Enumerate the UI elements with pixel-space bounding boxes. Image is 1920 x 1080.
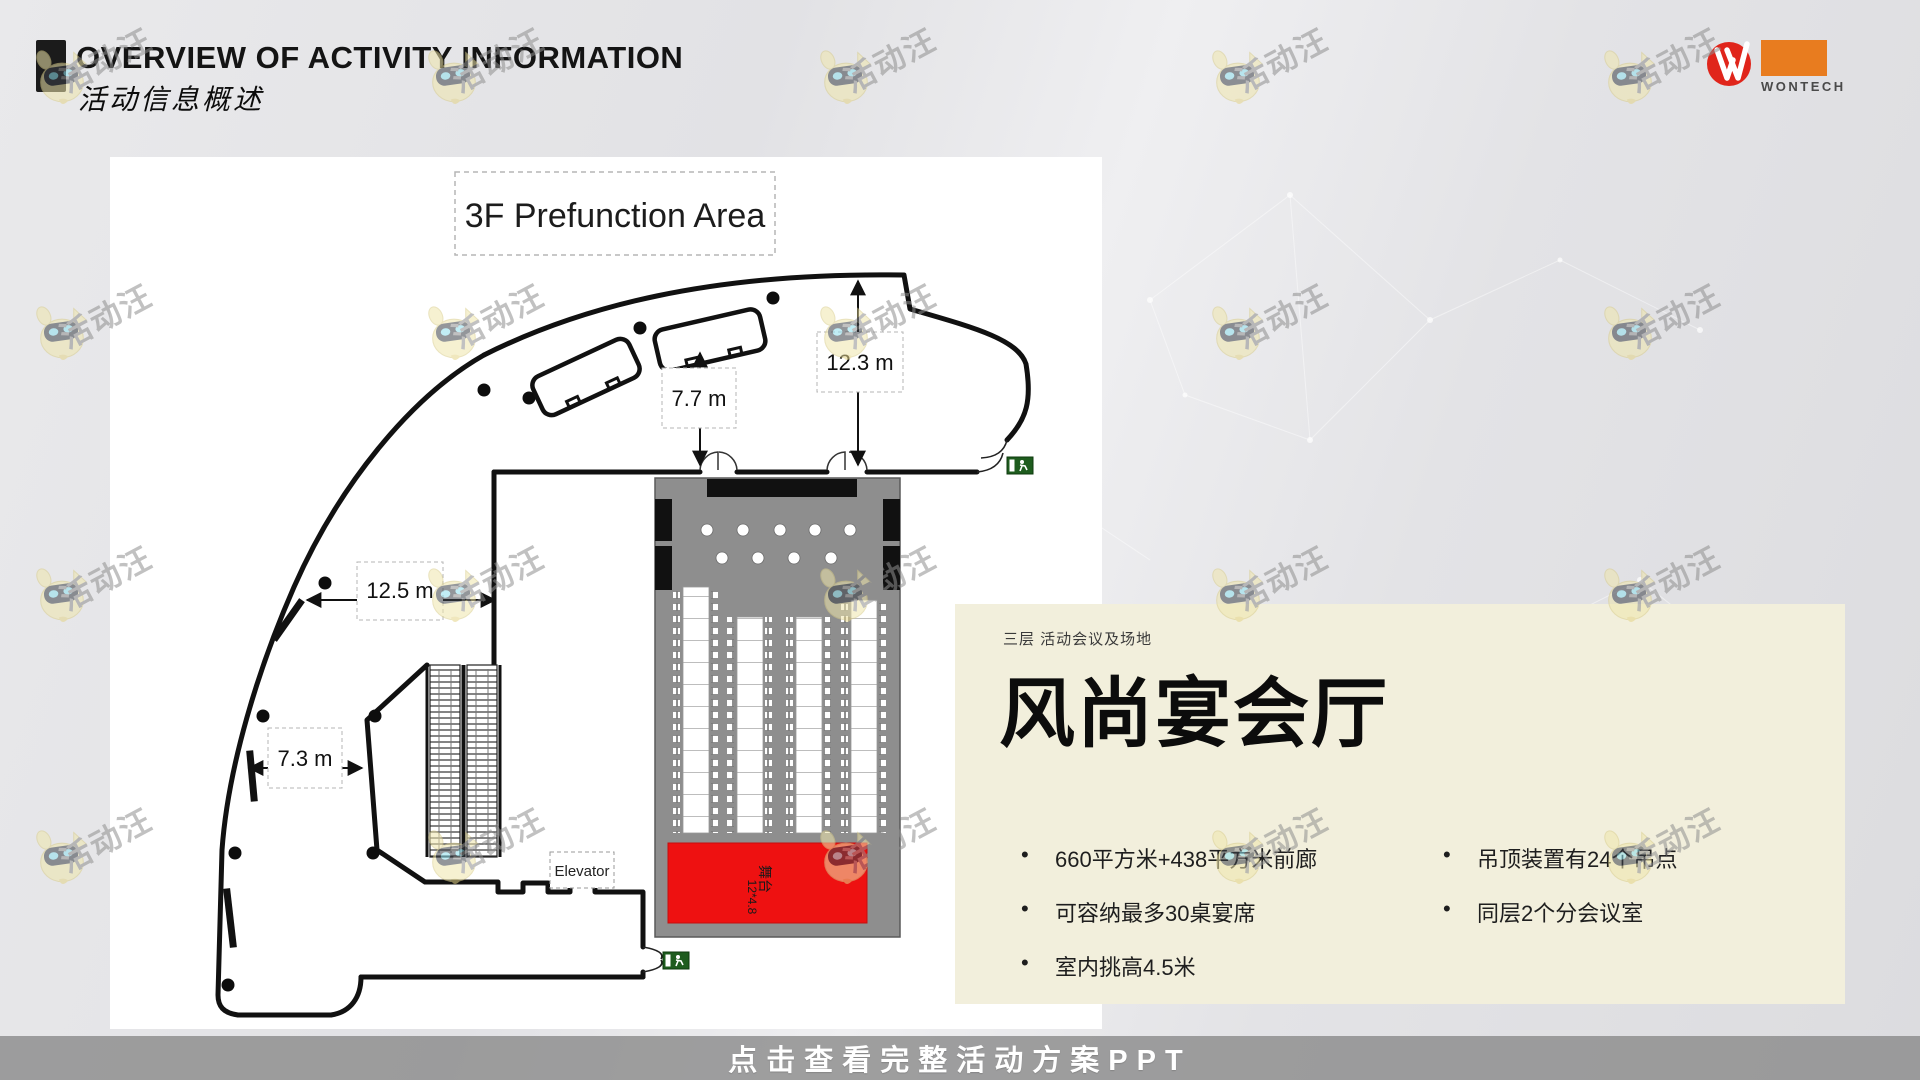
banquet-tables xyxy=(673,586,886,834)
measure-12-5: 12.5 m xyxy=(356,561,444,621)
bullet-item: 吊顶装置有24个吊点 xyxy=(1443,842,1677,874)
svg-text:12.3 m: 12.3 m xyxy=(826,350,893,375)
venue-bullets-left: 660平方米+438平方米前廊 可容纳最多30桌宴席 室内挑高4.5米 xyxy=(1021,842,1317,1004)
registration-desk xyxy=(652,307,768,373)
building-outline xyxy=(215,272,1031,1018)
wontech-logo: WONTECH xyxy=(1707,40,1846,94)
cta-text: 点击查看完整活动方案PPT xyxy=(728,1045,1192,1077)
bullet-item: 可容纳最多30桌宴席 xyxy=(1021,896,1317,928)
right-door-arcs xyxy=(976,439,1008,473)
escalators xyxy=(425,664,502,858)
measure-7-3: 7.3 m xyxy=(267,727,343,789)
exit-sign-icon xyxy=(662,951,690,970)
exit-sign-icon xyxy=(1006,456,1034,475)
measure-12-3: 12.3 m xyxy=(816,331,904,393)
measure-7-7: 7.7 m xyxy=(661,367,737,429)
plan-title-box: 3F Prefunction Area xyxy=(454,171,776,256)
venue-title: 风尚宴会厅 xyxy=(999,672,1389,757)
stage-label-1: 舞台 xyxy=(757,865,773,893)
floor-plan-panel: 3F Prefunction Area xyxy=(110,157,1102,1029)
bullet-item: 同层2个分会议室 xyxy=(1443,896,1677,928)
svg-text:7.7 m: 7.7 m xyxy=(671,386,726,411)
venue-category: 三层 活动会议及场地 xyxy=(1003,631,1153,648)
elevator-label: Elevator xyxy=(549,851,615,889)
stage: 舞台 12*4.8 xyxy=(667,842,868,924)
banquet-hall: 舞台 12*4.8 xyxy=(654,477,901,938)
cta-banner[interactable]: 点击查看完整活动方案PPT xyxy=(0,1036,1920,1080)
bottom-door-arcs xyxy=(642,946,663,973)
stage-label-2: 12*4.8 xyxy=(745,880,759,915)
svg-text:12.5 m: 12.5 m xyxy=(366,578,433,603)
measurement-labels: 7.7 m 12.3 m 12.5 m 7.3 m xyxy=(267,331,904,789)
slide-header: OVERVIEW OF ACTIVITY INFORMATION 活动信息概述 … xyxy=(0,0,1920,120)
logo-orange-rect xyxy=(1761,40,1827,76)
venue-bullets-right: 吊顶装置有24个吊点 同层2个分会议室 xyxy=(1443,842,1677,950)
bullet-item: 660平方米+438平方米前廊 xyxy=(1021,842,1317,874)
slide-title: OVERVIEW OF ACTIVITY INFORMATION xyxy=(76,40,684,75)
registration-desk xyxy=(530,336,642,418)
structural-columns xyxy=(221,291,780,992)
round-tables xyxy=(700,523,857,565)
bullet-item: 室内挑高4.5米 xyxy=(1021,950,1317,982)
bookmark-icon xyxy=(36,40,66,92)
hall-door-arcs xyxy=(699,451,868,471)
plan-title: 3F Prefunction Area xyxy=(465,197,766,235)
logo-w-mark xyxy=(1714,41,1750,81)
svg-text:7.3 m: 7.3 m xyxy=(277,746,332,771)
logo-brand-text: WONTECH xyxy=(1761,79,1846,94)
floor-plan: 3F Prefunction Area xyxy=(215,171,1034,1018)
svg-text:Elevator: Elevator xyxy=(554,863,609,880)
slide-subtitle: 活动信息概述 xyxy=(78,83,265,116)
venue-info-panel: 三层 活动会议及场地 风尚宴会厅 660平方米+438平方米前廊 可容纳最多30… xyxy=(955,604,1845,1004)
hall-stage-wall xyxy=(707,479,857,497)
